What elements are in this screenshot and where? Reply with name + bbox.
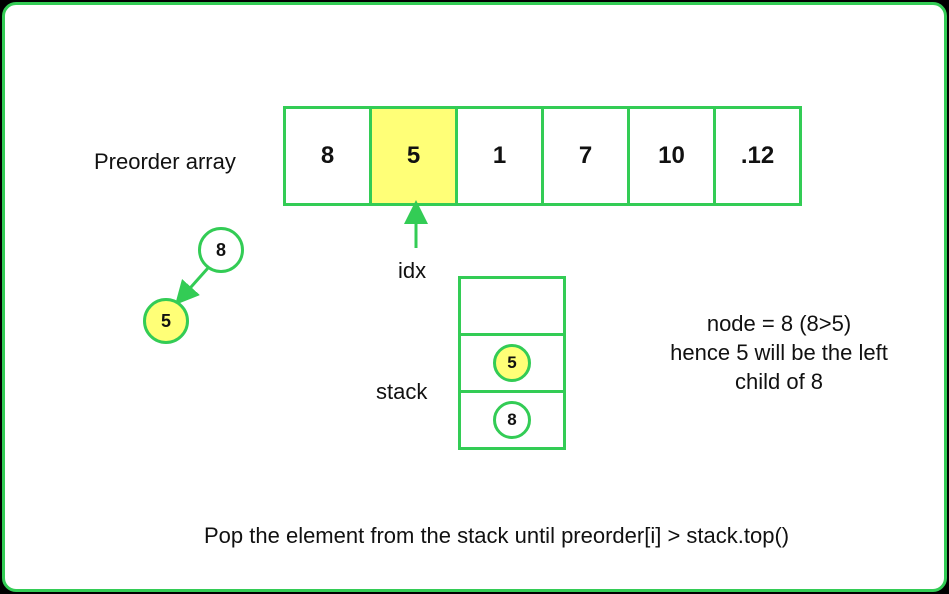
array-cell-current: 5 [369,106,458,206]
array-cell: 10 [627,106,716,206]
stack-slot-empty [458,276,566,336]
note-line: hence 5 will be the left [670,340,888,365]
array-label: Preorder array [94,149,236,174]
stack-node: 5 [493,344,531,382]
note-line: node = 8 (8>5) [706,311,852,336]
tree-node-left-child: 5 [143,298,189,344]
stack-slot: 8 [458,390,566,450]
array-cell: 8 [283,106,372,206]
stack-label: stack [376,379,428,404]
stack: 5 8 [458,276,566,450]
array-cell: 1 [455,106,544,206]
stack-node: 8 [493,401,531,439]
preorder-array: 8 5 1 7 10 .12 [283,106,802,206]
explanation-note: node = 8 (8>5) hence 5 will be the left … [640,309,918,396]
idx-label: idx [398,258,427,283]
note-line: child of 8 [734,369,824,394]
tree-node-root: 8 [198,227,244,273]
caption: Pop the element from the stack until pre… [204,523,790,548]
array-cell: 7 [541,106,630,206]
stack-slot: 5 [458,333,566,393]
array-cell: .12 [713,106,802,206]
